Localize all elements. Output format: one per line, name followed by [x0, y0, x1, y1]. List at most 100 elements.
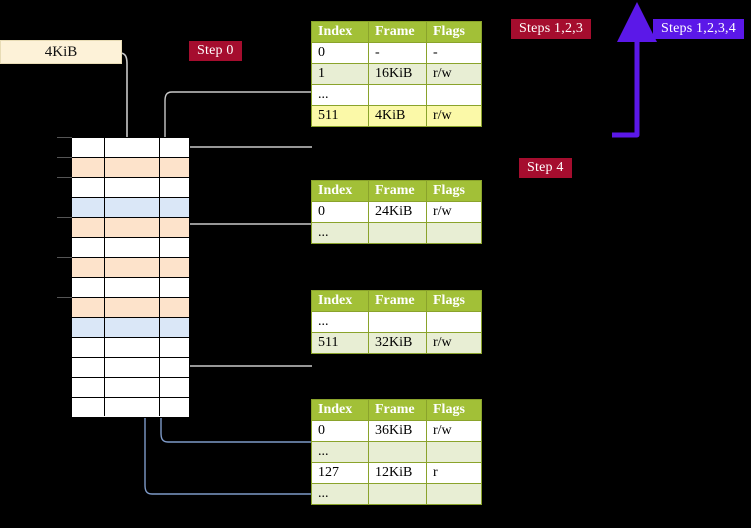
- cell-flags: r/w: [426, 201, 482, 223]
- cell-index: ...: [311, 483, 369, 505]
- cell-frame: [368, 483, 427, 505]
- col-header-index: Index: [311, 399, 369, 421]
- size-label-text: 4KiB: [44, 43, 78, 60]
- cell-flags: r/w: [426, 63, 482, 85]
- memory-frame-3: [71, 197, 190, 218]
- cell-frame: 4KiB: [368, 105, 427, 127]
- memory-divider-1: [104, 137, 105, 416]
- cell-index: ...: [311, 84, 369, 106]
- col-header-index: Index: [311, 290, 369, 312]
- table-row: ...: [311, 311, 482, 333]
- cell-frame: [368, 222, 427, 244]
- link-t1r511-to-memory: [170, 146, 312, 165]
- cell-index: 0: [311, 42, 369, 64]
- memory-frame-6: [71, 257, 190, 278]
- badge-steps-1234: Steps 1,2,3,4: [653, 19, 744, 39]
- table-header-row: Index Frame Flags: [311, 21, 482, 43]
- memory-tick-0: [57, 137, 72, 138]
- memory-frame-10: [71, 337, 190, 358]
- table-row: 0--: [311, 42, 482, 64]
- table-row: ...: [311, 222, 482, 244]
- col-header-frame: Frame: [368, 399, 427, 421]
- col-header-flags: Flags: [426, 399, 482, 421]
- size-label-4kib: 4KiB: [0, 40, 122, 64]
- memory-column: [71, 137, 190, 418]
- table-row: ...: [311, 483, 482, 505]
- table-row: ...: [311, 441, 482, 463]
- col-header-index: Index: [311, 21, 369, 43]
- cell-flags: r/w: [426, 105, 482, 127]
- memory-tick-1: [57, 157, 72, 158]
- col-header-index: Index: [311, 180, 369, 202]
- badge-step-4: Step 4: [519, 158, 572, 178]
- memory-frame-8: [71, 297, 190, 318]
- cell-frame: -: [368, 42, 427, 64]
- cell-frame: 24KiB: [368, 201, 427, 223]
- cell-flags: r/w: [426, 420, 482, 442]
- cell-frame: [368, 84, 427, 106]
- table-header-row: Index Frame Flags: [311, 399, 482, 421]
- cell-index: ...: [311, 441, 369, 463]
- badge-step-0-label: Step 0: [197, 43, 234, 58]
- cell-frame: [368, 311, 427, 333]
- col-header-frame: Frame: [368, 21, 427, 43]
- col-header-flags: Flags: [426, 180, 482, 202]
- cell-flags: [426, 441, 482, 463]
- memory-frame-7: [71, 277, 190, 298]
- memory-frame-4: [71, 217, 190, 238]
- memory-tick-3: [57, 217, 72, 218]
- cell-flags: -: [426, 42, 482, 64]
- cell-frame: [368, 441, 427, 463]
- cell-index: 1: [311, 63, 369, 85]
- cell-index: 127: [311, 462, 369, 484]
- cell-flags: [426, 222, 482, 244]
- link-t3r511-to-memory: [178, 303, 312, 367]
- purple-bracket-arrow: [612, 2, 657, 138]
- cell-flags: r: [426, 462, 482, 484]
- badge-steps-123-label: Steps 1,2,3: [519, 21, 584, 36]
- memory-frame-12: [71, 377, 190, 398]
- memory-tick-2: [57, 177, 72, 178]
- memory-frame-9: [71, 317, 190, 338]
- memory-tick-4: [57, 257, 72, 258]
- cell-index: ...: [311, 222, 369, 244]
- memory-frame-13: [71, 397, 190, 418]
- cell-index: ...: [311, 311, 369, 333]
- table-row: ...: [311, 84, 482, 106]
- memory-frame-11: [71, 357, 190, 378]
- memory-frame-2: [71, 177, 190, 198]
- cell-flags: [426, 84, 482, 106]
- memory-frame-0: [71, 137, 190, 158]
- cell-index: 0: [311, 420, 369, 442]
- table-header-row: Index Frame Flags: [311, 180, 482, 202]
- badge-steps-123: Steps 1,2,3: [511, 19, 592, 39]
- badge-step-0: Step 0: [189, 41, 242, 61]
- cell-index: 511: [311, 105, 369, 127]
- badge-step-4-label: Step 4: [527, 160, 564, 175]
- cell-frame: 32KiB: [368, 332, 427, 354]
- memory-frame-5: [71, 237, 190, 258]
- cell-frame: 36KiB: [368, 420, 427, 442]
- cell-flags: [426, 311, 482, 333]
- cell-flags: r/w: [426, 332, 482, 354]
- cell-frame: 12KiB: [368, 462, 427, 484]
- col-header-frame: Frame: [368, 290, 427, 312]
- badge-steps-1234-label: Steps 1,2,3,4: [661, 21, 736, 36]
- col-header-flags: Flags: [426, 290, 482, 312]
- cell-index: 0: [311, 201, 369, 223]
- memory-divider-2: [159, 137, 160, 416]
- memory-frame-1: [71, 157, 190, 178]
